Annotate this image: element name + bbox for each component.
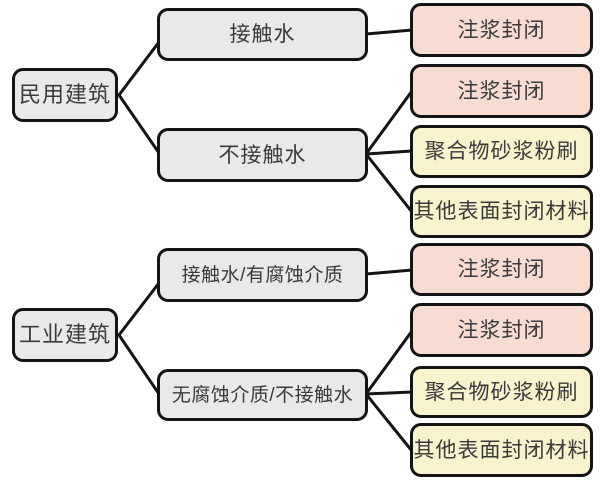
node-civil-building: 民用建筑 — [12, 68, 118, 122]
node-other-surface-sealing-2: 其他表面封闭材料 — [410, 423, 593, 477]
connector-line — [117, 40, 161, 97]
node-grouting-seal-3: 注浆封闭 — [410, 243, 593, 296]
connector-line — [364, 89, 414, 156]
connector-line — [364, 152, 414, 214]
node-grouting-seal-2: 注浆封闭 — [410, 64, 593, 118]
connector-line — [364, 390, 414, 396]
connector-line — [117, 281, 161, 337]
node-grouting-seal-4: 注浆封闭 — [410, 303, 593, 357]
node-no-contact-water: 不接触水 — [157, 128, 368, 182]
node-industrial-building: 工业建筑 — [12, 308, 118, 362]
connector-line — [364, 329, 414, 396]
connector-line — [364, 28, 414, 36]
connector-line — [117, 333, 161, 396]
connector-line — [364, 149, 414, 156]
node-polymer-mortar-plaster-2: 聚合物砂浆粉刷 — [410, 366, 593, 418]
node-grouting-seal-1: 注浆封闭 — [410, 3, 593, 57]
connector-line — [364, 268, 414, 276]
node-contact-water-corrosive-medium: 接触水/有腐蚀介质 — [157, 248, 368, 302]
connector-line — [364, 392, 414, 453]
node-polymer-mortar-plaster-1: 聚合物砂浆粉刷 — [410, 125, 593, 178]
connector-line — [117, 93, 161, 155]
node-other-surface-sealing-1: 其他表面封闭材料 — [410, 185, 593, 238]
node-no-corrosive-no-contact-water: 无腐蚀介质/不接触水 — [157, 369, 368, 421]
node-contact-water: 接触水 — [157, 8, 368, 61]
